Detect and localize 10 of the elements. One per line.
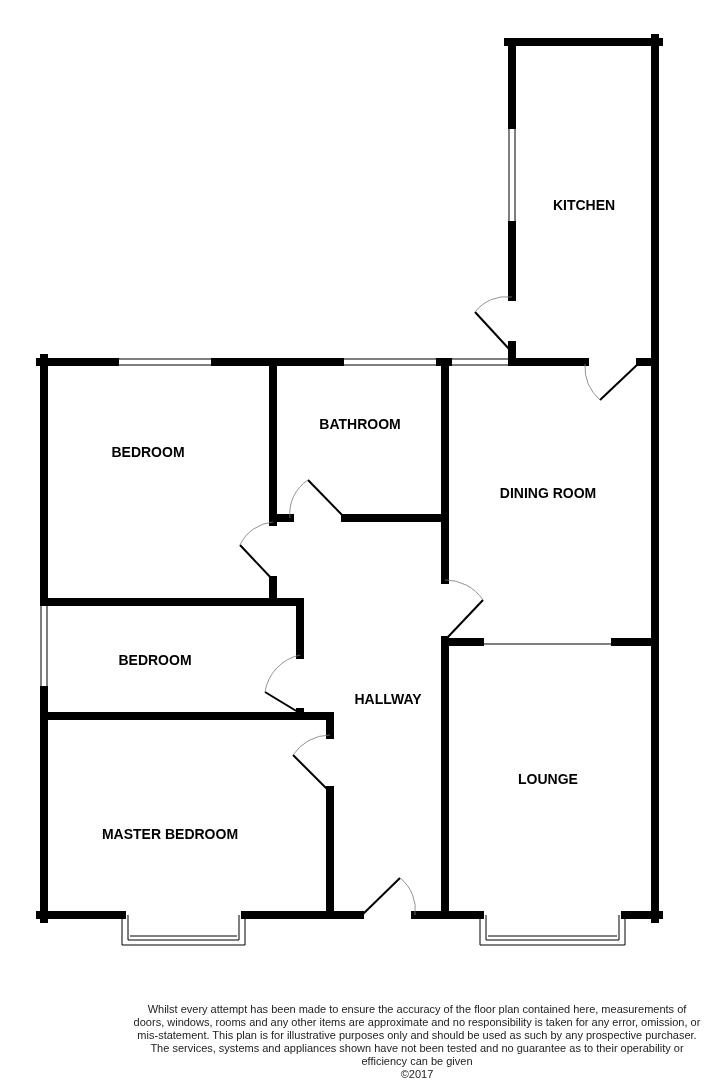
copyright-text: ©2017 bbox=[400, 1068, 434, 1080]
room-label: DINING ROOM bbox=[499, 483, 597, 503]
room-label: MASTER BEDROOM bbox=[101, 824, 239, 844]
room-label: BEDROOM bbox=[111, 442, 185, 462]
room-label: HALLWAY bbox=[354, 689, 422, 709]
disclaimer-text: Whilst every attempt has been made to ensure the accuracy of the floor plan contained here, measurements of doors, windows, rooms and any other items are approximate and no responsibility is taken for any error, omission, or mis-statement. This plan is for illustrative purposes only and should be used as such by any prospective purchaser. The services, systems and appliances shown have not been tested and no guarantee as to their operability or efficiency can be given bbox=[132, 1003, 702, 1068]
room-label: BEDROOM bbox=[118, 650, 192, 670]
room-label: LOUNGE bbox=[518, 769, 578, 789]
room-label: BATHROOM bbox=[319, 414, 401, 434]
room-label: KITCHEN bbox=[552, 195, 616, 215]
